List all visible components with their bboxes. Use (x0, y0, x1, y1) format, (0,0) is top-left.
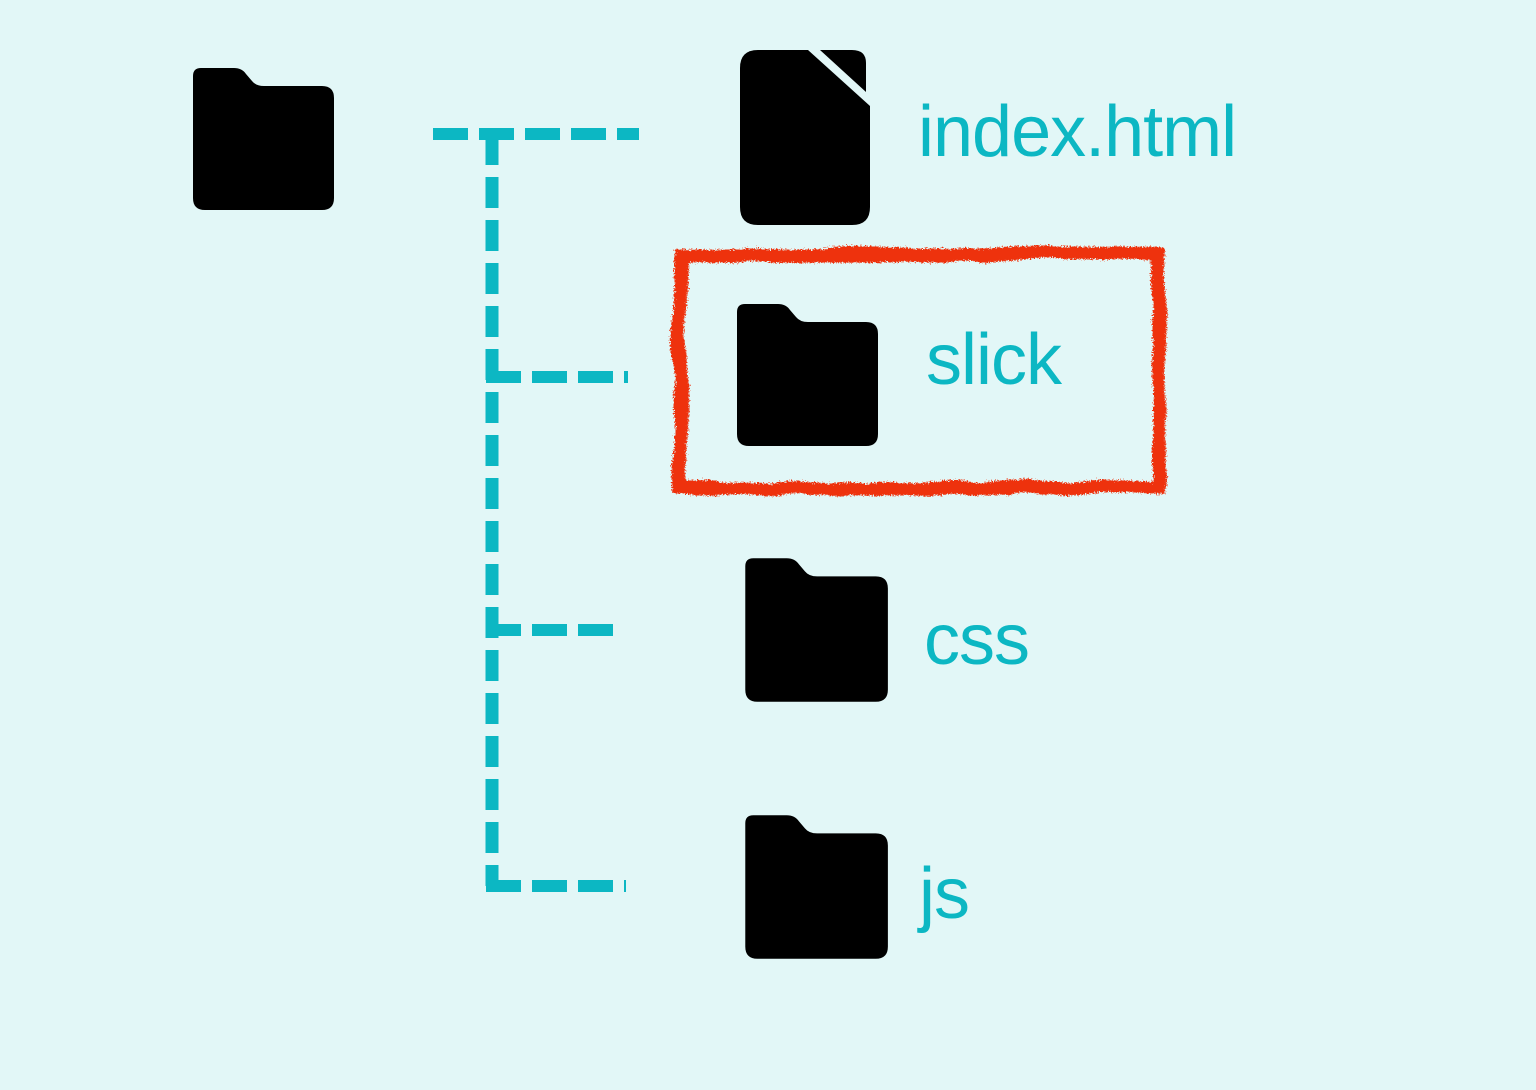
folder-label-js: js (919, 854, 970, 934)
highlight-box (671, 245, 1163, 493)
file-label-index-html: index.html (918, 92, 1237, 172)
folder-label-slick: slick (926, 320, 1062, 400)
folder-label-css: css (924, 600, 1030, 680)
css-folder-icon (720, 550, 898, 710)
root-folder-icon (168, 60, 344, 218)
slick-folder-icon (712, 296, 888, 454)
html-file-icon (740, 50, 870, 225)
js-folder-icon (720, 806, 898, 968)
